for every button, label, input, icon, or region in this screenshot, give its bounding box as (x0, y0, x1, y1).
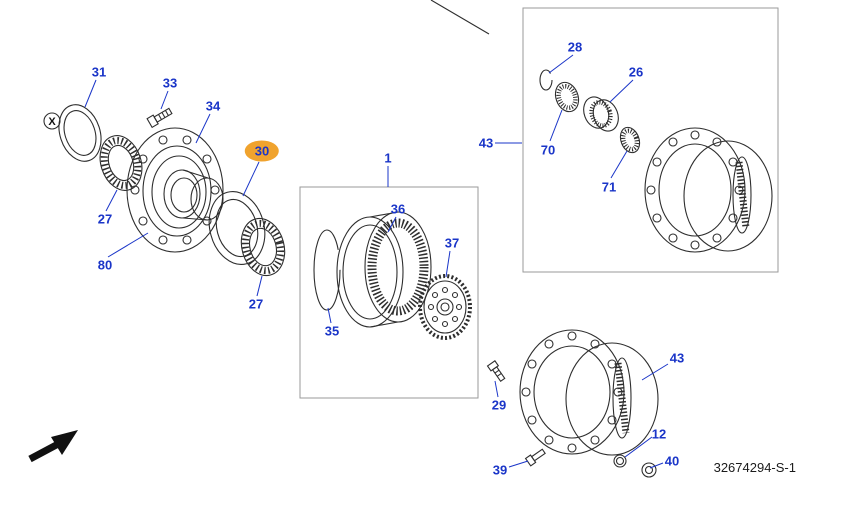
part-bolt-39 (524, 448, 546, 467)
group-1-box (299, 186, 479, 399)
part-seal-31 (58, 104, 102, 162)
callout-1[interactable]: 1 (384, 150, 392, 166)
part-hub-34 (126, 127, 224, 253)
callout-39[interactable]: 39 (492, 462, 508, 478)
callout-30-highlighted[interactable]: 30 (244, 140, 280, 162)
part-bolt-29 (486, 360, 506, 382)
part-snap-ring-28 (539, 69, 553, 91)
part-bolt-33 (146, 107, 173, 129)
callout-31[interactable]: 31 (91, 64, 107, 80)
callout-27-inner[interactable]: 27 (97, 211, 113, 227)
part-bearing-27-inner (99, 135, 143, 191)
drawing-number: 32674294-S-1 (713, 460, 796, 475)
callout-35[interactable]: 35 (324, 323, 340, 339)
callout-36[interactable]: 36 (390, 201, 406, 217)
callout-29[interactable]: 29 (491, 397, 507, 413)
callout-26[interactable]: 26 (628, 64, 644, 80)
callout-12[interactable]: 12 (651, 426, 667, 442)
part-gear-plate-37 (418, 274, 472, 340)
x-marker: X (43, 112, 61, 130)
callout-34[interactable]: 34 (205, 98, 221, 114)
direction-arrow (28, 430, 78, 463)
callout-71[interactable]: 71 (601, 179, 617, 195)
callout-28[interactable]: 28 (567, 39, 583, 55)
part-bearing-27-outer (240, 217, 286, 277)
context-line (430, 0, 490, 35)
svg-text:X: X (48, 116, 56, 128)
callout-37[interactable]: 37 (444, 235, 460, 251)
callout-33[interactable]: 33 (162, 75, 178, 91)
callout-43-lower[interactable]: 43 (669, 350, 685, 366)
part-ring-35 (313, 229, 341, 311)
part-bearing-26 (583, 96, 619, 132)
part-ring-12 (613, 454, 627, 468)
part-plug-40 (641, 462, 657, 478)
subassembly-box (522, 7, 779, 273)
leader-lines (84, 54, 669, 469)
part-bearing-71 (619, 126, 641, 154)
part-housing-43-lower (519, 329, 659, 456)
part-ring-gear-36 (336, 211, 432, 328)
part-gear-70 (554, 81, 580, 113)
callout-70[interactable]: 70 (540, 142, 556, 158)
callout-80[interactable]: 80 (97, 257, 113, 273)
part-housing-43-upper (644, 127, 773, 253)
callout-40[interactable]: 40 (664, 453, 680, 469)
callout-27-outer[interactable]: 27 (248, 296, 264, 312)
callout-43-upper[interactable]: 43 (478, 135, 494, 151)
